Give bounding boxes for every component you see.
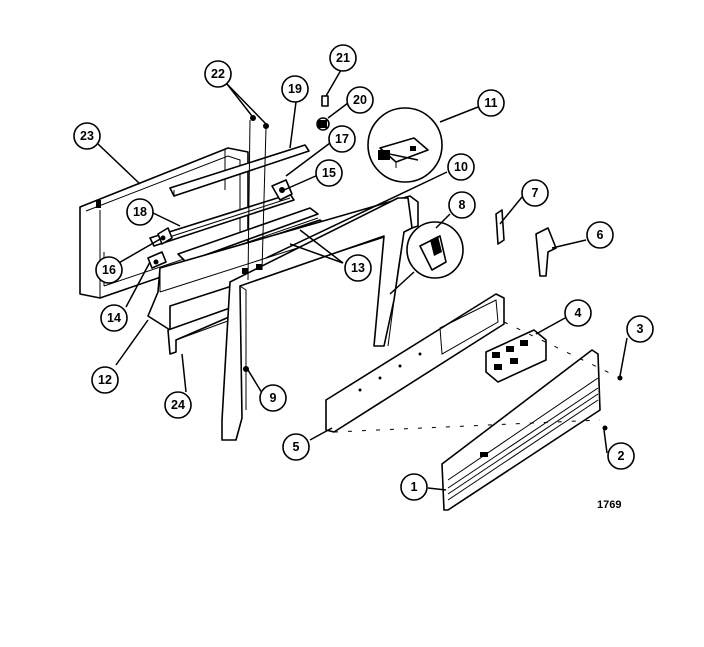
callout-8: 8 xyxy=(448,191,476,219)
part-20-clip xyxy=(316,117,330,131)
callout-19: 19 xyxy=(281,75,309,103)
svg-text:4: 4 xyxy=(575,306,582,320)
part-7-bracket xyxy=(495,209,505,245)
part-21-pin xyxy=(321,95,329,107)
svg-text:11: 11 xyxy=(484,96,497,110)
svg-text:1: 1 xyxy=(411,480,418,494)
callout-7: 7 xyxy=(521,179,549,207)
assembly-guide-lines xyxy=(333,321,621,433)
callout-17: 17 xyxy=(328,125,356,153)
callout-20: 20 xyxy=(346,86,374,114)
svg-text:14: 14 xyxy=(107,311,121,325)
part-6-bracket xyxy=(535,227,557,277)
part-14-clip xyxy=(147,251,167,269)
callout-14: 14 xyxy=(100,304,128,332)
svg-text:10: 10 xyxy=(454,160,468,174)
callout-16: 16 xyxy=(95,256,123,284)
callout-23: 23 xyxy=(73,122,101,150)
callout-15: 15 xyxy=(315,159,343,187)
part-11-detail-circle xyxy=(367,107,443,183)
callout-10: 10 xyxy=(447,153,475,181)
svg-text:8: 8 xyxy=(459,198,466,212)
callout-3: 3 xyxy=(626,315,654,343)
svg-text:6: 6 xyxy=(597,228,604,242)
svg-text:22: 22 xyxy=(211,67,225,81)
callout-11: 11 xyxy=(477,89,505,117)
svg-text:17: 17 xyxy=(335,132,349,146)
callout-21: 21 xyxy=(329,44,357,72)
svg-text:7: 7 xyxy=(532,186,539,200)
callout-6: 6 xyxy=(586,221,614,249)
svg-text:16: 16 xyxy=(102,263,116,277)
callout-1: 1 xyxy=(400,473,428,501)
part-15-clip xyxy=(271,179,293,201)
callout-12: 12 xyxy=(91,366,119,394)
part-10-side-frame xyxy=(221,197,413,441)
callout-18: 18 xyxy=(126,198,154,226)
figure-number: 1769 xyxy=(597,499,621,511)
svg-text:5: 5 xyxy=(293,440,300,454)
part-16-clip xyxy=(157,227,173,245)
part-2-screw xyxy=(602,425,608,431)
callout-9: 9 xyxy=(259,384,287,412)
svg-text:23: 23 xyxy=(80,129,94,143)
svg-text:3: 3 xyxy=(637,322,644,336)
svg-text:12: 12 xyxy=(98,373,112,387)
callout-24: 24 xyxy=(164,391,192,419)
callout-5: 5 xyxy=(282,433,310,461)
callout-2: 2 xyxy=(607,442,635,470)
svg-text:21: 21 xyxy=(336,51,350,65)
part-5-panel-backing xyxy=(325,293,505,433)
svg-text:15: 15 xyxy=(322,166,336,180)
part-22-screws xyxy=(247,115,269,281)
callout-13: 13 xyxy=(344,254,372,282)
svg-text:18: 18 xyxy=(133,205,147,219)
svg-text:24: 24 xyxy=(171,398,185,412)
callout-4: 4 xyxy=(564,299,592,327)
part-4-switch-module xyxy=(485,329,547,383)
callout-22: 22 xyxy=(204,60,232,88)
svg-text:19: 19 xyxy=(288,82,302,96)
part-1-trim-panel xyxy=(441,349,601,511)
part-8-detail-circle xyxy=(406,221,464,279)
leader-lines xyxy=(97,69,628,491)
svg-text:13: 13 xyxy=(351,261,365,275)
svg-text:9: 9 xyxy=(270,391,277,405)
part-19-bracket xyxy=(169,144,310,197)
svg-text:2: 2 xyxy=(618,449,625,463)
svg-text:20: 20 xyxy=(353,93,367,107)
